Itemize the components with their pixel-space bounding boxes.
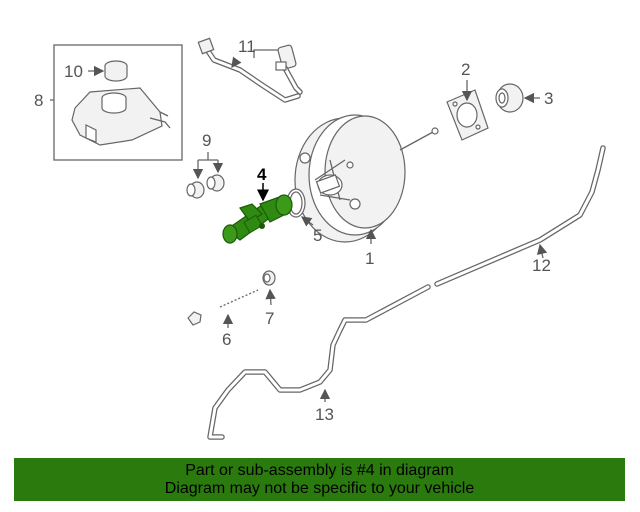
callout-9: 9 [202, 131, 211, 150]
info-banner: Part or sub-assembly is #4 in diagram Di… [14, 458, 625, 501]
leader-lines [50, 49, 548, 402]
banner-line-2: Diagram may not be specific to your vehi… [164, 479, 475, 497]
callout-4: 4 [257, 165, 267, 184]
reservoir-assembly [53, 44, 183, 161]
callout-10: 10 [64, 62, 83, 81]
callout-12: 12 [532, 256, 551, 275]
brake-booster-1 [294, 114, 439, 243]
brake-line-13 [207, 284, 431, 440]
banner-line-1: Part or sub-assembly is #4 in diagram [185, 461, 454, 479]
callout-3: 3 [544, 89, 553, 108]
callout-6: 6 [222, 330, 231, 349]
callout-13: 13 [315, 405, 334, 424]
brake-line-12 [434, 145, 606, 287]
callout-8: 8 [34, 91, 43, 110]
master-cylinder-4 [222, 194, 293, 244]
callout-5: 5 [313, 226, 322, 245]
reservoir-cap [104, 60, 128, 82]
nut-7 [262, 270, 276, 286]
grommet-3 [495, 83, 524, 113]
vacuum-hose-11 [197, 37, 303, 103]
grommets-9 [186, 174, 225, 199]
callout-7: 7 [265, 309, 274, 328]
callout-11: 11 [238, 37, 256, 56]
callout-2: 2 [461, 60, 470, 79]
callout-1: 1 [365, 249, 374, 268]
bolt-6 [187, 289, 259, 326]
